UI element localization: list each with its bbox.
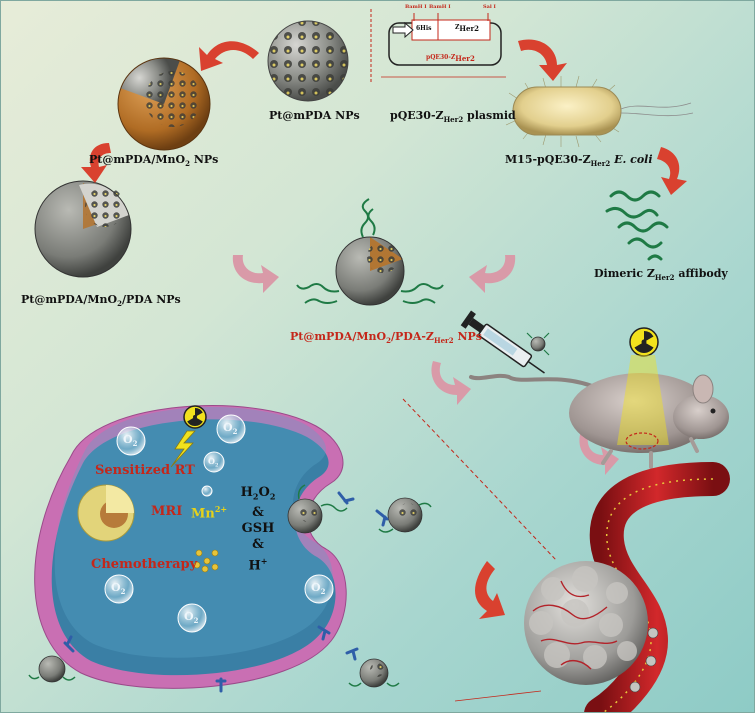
drug-molecules bbox=[193, 549, 219, 573]
tumor bbox=[524, 561, 648, 685]
o2-label-4: O2 bbox=[111, 581, 126, 597]
o2-label-2: O2 bbox=[223, 421, 238, 437]
process-arrows-pink bbox=[232, 255, 619, 475]
tumor-pointer bbox=[454, 690, 542, 702]
syringe bbox=[460, 310, 545, 374]
label-pt-mpda: Pt@mPDA NPs bbox=[269, 109, 360, 122]
radiation-icon bbox=[629, 327, 659, 357]
o2-label-5: O2 bbox=[184, 610, 199, 626]
ecoli-bacterium bbox=[505, 75, 694, 148]
o2-label-6: O2 bbox=[311, 581, 326, 597]
label-chemotherapy: Chemotherapy bbox=[91, 557, 198, 572]
degraded-nanoparticle bbox=[77, 484, 135, 542]
lightning-icon bbox=[170, 430, 196, 468]
plasmid-segment-6his: 6His bbox=[416, 25, 432, 32]
affibody-protein bbox=[605, 190, 669, 261]
plasmid-name: pQE30-ZHer2 bbox=[426, 54, 475, 64]
plasmid-segment-zher2: ZHer2 bbox=[455, 24, 480, 34]
label-plasmid: pQE30-ZHer2 plasmid bbox=[390, 109, 516, 125]
process-arrows-red bbox=[81, 39, 687, 619]
oxygen-bubbles bbox=[104, 414, 334, 633]
label-stimuli: H2O2 & GSH & H+ bbox=[240, 485, 276, 573]
mouse bbox=[469, 355, 729, 469]
pt-mpda-mno2-pda-nanoparticle bbox=[34, 180, 132, 278]
injected-nanoparticle bbox=[526, 332, 550, 356]
plasmid-site-2: BamH I bbox=[429, 4, 451, 10]
o2-label-1: O2 bbox=[123, 433, 138, 449]
divider-diagonal bbox=[402, 398, 558, 562]
plasmid-site-1: BamH I bbox=[405, 4, 427, 10]
label-affibody: Dimeric ZHer2 affibody bbox=[594, 267, 728, 283]
radiation-icon-cell bbox=[183, 405, 207, 429]
label-sensitized-rt: Sensitized RT bbox=[95, 463, 195, 478]
final-nanoparticle bbox=[296, 198, 444, 306]
pt-mpda-mno2-nanoparticle bbox=[117, 57, 211, 151]
label-mn: Mn2+ bbox=[191, 504, 228, 522]
label-final-np: Pt@mPDA/MnO2/PDA-ZHer2 NPs bbox=[290, 330, 482, 346]
cancer-cell bbox=[34, 405, 347, 689]
label-pt-mno2: Pt@mPDA/MnO2 NPs bbox=[89, 153, 219, 169]
bound-nanoparticles bbox=[28, 484, 432, 688]
plasmid-site-3: Sal I bbox=[483, 4, 496, 10]
o2-label-3: O2 bbox=[208, 456, 219, 469]
label-ecoli: M15-pQE30-ZHer2 E. coli bbox=[505, 153, 653, 169]
label-mri: MRI bbox=[151, 504, 183, 519]
plasmid-map bbox=[388, 13, 502, 66]
label-pda-np: Pt@mPDA/MnO2/PDA NPs bbox=[21, 293, 181, 309]
her2-receptors bbox=[63, 491, 389, 693]
pt-mpda-nanoparticle bbox=[267, 20, 349, 102]
